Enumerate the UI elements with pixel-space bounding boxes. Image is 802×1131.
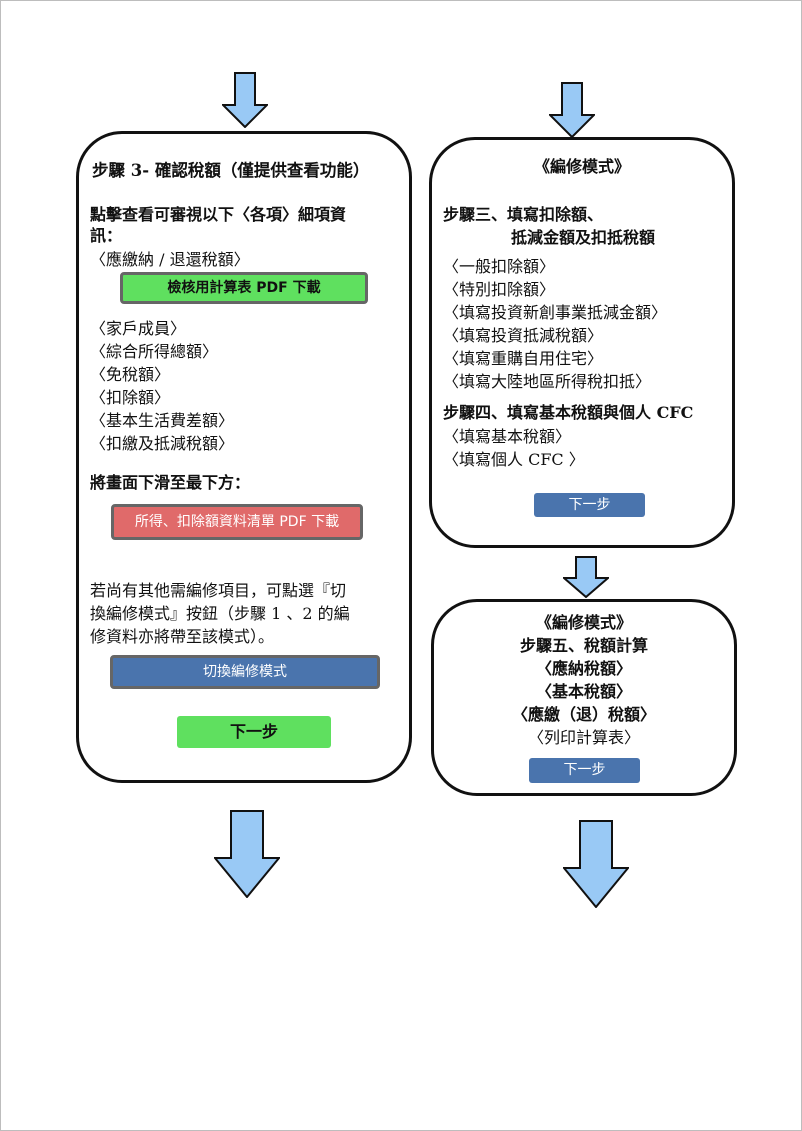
list-item: 〈填寫投資新創事業抵減金額〉 xyxy=(443,303,668,322)
edit-mode-step3-4-box xyxy=(429,137,735,548)
down-arrow-icon xyxy=(549,82,595,138)
step3-title: 步驟三、填寫扣除額、 xyxy=(443,205,604,224)
step4-title: 步驟四、填寫基本稅額與個人 CFC xyxy=(443,403,694,422)
check-calc-pdf-button[interactable]: 檢核用計算表 PDF 下載 xyxy=(120,272,368,304)
list-item: 〈填寫基本稅額〉 xyxy=(443,427,572,446)
switch-edit-mode-button[interactable]: 切換編修模式 xyxy=(110,655,380,689)
list-item: 〈綜合所得總額〉 xyxy=(90,342,219,361)
list-item: 〈特別扣除額〉 xyxy=(443,280,556,299)
list-item: 〈免稅額〉 xyxy=(90,365,171,384)
list-item: 〈扣除額〉 xyxy=(90,388,171,407)
list-item: 〈家戶成員〉 xyxy=(90,319,187,338)
income-deduction-pdf-button[interactable]: 所得、扣除額資料清單 PDF 下載 xyxy=(111,504,363,540)
list-item: 〈填寫投資抵減稅額〉 xyxy=(443,326,604,345)
list-item: 〈應納稅額〉 xyxy=(535,659,632,678)
next-step-button[interactable]: 下一步 xyxy=(529,758,640,783)
step3-title: 步驟 3- 確認稅額（僅提供查看功能） xyxy=(92,161,370,180)
step3-title: 抵減金額及扣抵稅額 xyxy=(511,228,656,247)
down-arrow-icon xyxy=(563,820,629,908)
next-step-button[interactable]: 下一步 xyxy=(177,716,331,748)
list-item: 〈扣繳及抵減稅額〉 xyxy=(90,434,235,453)
note-text: 換編修模式』按鈕（步驟 1 、2 的編 xyxy=(90,604,350,623)
edit-mode-title: 《編修模式》 xyxy=(535,613,632,632)
list-item: 〈一般扣除額〉 xyxy=(443,257,556,276)
note-text: 修資料亦將帶至該模式）。 xyxy=(90,627,275,646)
scroll-instruction: 將畫面下滑至最下方： xyxy=(90,473,251,492)
step5-title: 步驟五、稅額計算 xyxy=(519,636,648,655)
list-item: 〈填寫重購自用住宅〉 xyxy=(443,349,604,368)
edit-mode-title: 《編修模式》 xyxy=(533,157,630,176)
intro-text: 訊： xyxy=(90,226,123,245)
list-item: 〈基本稅額〉 xyxy=(535,682,632,701)
down-arrow-icon xyxy=(214,810,280,898)
print-calc-item: 〈列印計算表〉 xyxy=(527,728,640,747)
note-text: 若尚有其他需編修項目，可點選『切 xyxy=(90,581,347,600)
list-item: 〈填寫個人 CFC 〉 xyxy=(443,450,585,469)
list-item: 〈填寫大陸地區所得稅扣抵〉 xyxy=(443,372,652,391)
down-arrow-icon xyxy=(563,556,609,598)
intro-text: 點擊查看可審視以下〈各項〉細項資 xyxy=(90,205,347,224)
list-item: 〈應繳（退）稅額〉 xyxy=(511,705,656,724)
tax-payable-item: 〈應繳納 / 退還稅額〉 xyxy=(90,250,250,269)
down-arrow-icon xyxy=(222,72,268,128)
next-step-button[interactable]: 下一步 xyxy=(534,493,645,517)
list-item: 〈基本生活費差額〉 xyxy=(90,411,235,430)
